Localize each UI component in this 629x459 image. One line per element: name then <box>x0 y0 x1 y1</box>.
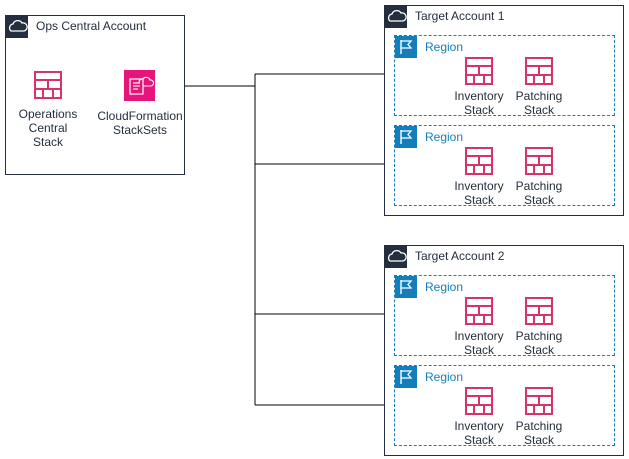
region-title: Region <box>425 130 464 144</box>
region-title: Region <box>425 280 464 294</box>
patching-stack-label: Patching Stack <box>515 329 563 357</box>
target-account-1: Target Account 1 Region Inventory Stack … <box>384 5 624 216</box>
region-box: Region Inventory Stack Patching Stack <box>394 365 615 447</box>
patching-stack-icon <box>525 387 553 415</box>
patching-stack-label: Patching Stack <box>515 179 563 207</box>
cloudformation-stacksets-icon <box>124 70 155 101</box>
inventory-stack-label: Inventory Stack <box>454 179 504 207</box>
region-title: Region <box>425 370 464 384</box>
ops-central-account: Ops Central Account Operations Central S… <box>5 15 185 175</box>
patching-stack-icon <box>525 147 553 175</box>
flag-icon <box>395 126 417 148</box>
region-title: Region <box>425 40 464 54</box>
cloud-icon <box>385 246 407 268</box>
inventory-stack-icon <box>465 57 493 85</box>
inventory-stack-label: Inventory Stack <box>454 89 504 117</box>
patching-stack-label: Patching Stack <box>515 419 563 447</box>
account-title: Target Account 1 <box>415 9 505 23</box>
cloudformation-stacksets-label: CloudFormation StackSets <box>97 109 183 137</box>
operations-central-stack-label: Operations Central Stack <box>18 107 78 149</box>
account-title: Ops Central Account <box>36 19 147 33</box>
patching-stack-icon <box>525 57 553 85</box>
patching-stack-icon <box>525 297 553 325</box>
region-box: Region Inventory Stack Patching Stack <box>394 275 615 357</box>
inventory-stack-icon <box>465 387 493 415</box>
flag-icon <box>395 36 417 58</box>
inventory-stack-label: Inventory Stack <box>454 419 504 447</box>
account-title: Target Account 2 <box>415 249 505 263</box>
stack-icon <box>34 71 62 99</box>
inventory-stack-icon <box>465 147 493 175</box>
cloud-icon <box>385 6 407 28</box>
patching-stack-label: Patching Stack <box>515 89 563 117</box>
cloud-icon <box>6 16 28 38</box>
flag-icon <box>395 276 417 298</box>
target-account-2: Target Account 2 Region Inventory Stack … <box>384 245 624 456</box>
region-box: Region Inventory Stack Patching Stack <box>394 125 615 207</box>
flag-icon <box>395 366 417 388</box>
inventory-stack-label: Inventory Stack <box>454 329 504 357</box>
region-box: Region Inventory Stack Patching Stack <box>394 35 615 117</box>
inventory-stack-icon <box>465 297 493 325</box>
